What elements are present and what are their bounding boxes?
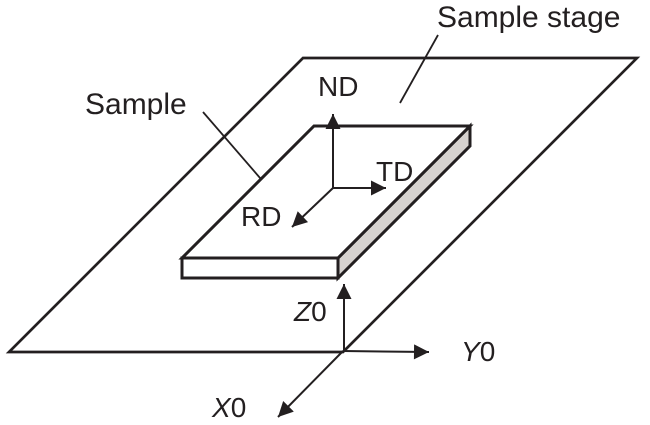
x0-axis-arrow bbox=[277, 350, 344, 418]
z0-axis-label: Z0 bbox=[293, 296, 327, 327]
sample-label: Sample bbox=[85, 88, 187, 121]
td-axis-label: TD bbox=[376, 156, 413, 187]
x0-letter: X bbox=[211, 392, 232, 423]
nd-axis-label: ND bbox=[318, 71, 358, 102]
sample-front-face bbox=[180, 256, 340, 280]
z0-digit: 0 bbox=[311, 296, 327, 327]
rd-axis-label: RD bbox=[241, 201, 281, 232]
y0-letter: Y bbox=[461, 336, 482, 367]
x0-digit: 0 bbox=[231, 392, 247, 423]
y0-digit: 0 bbox=[480, 336, 496, 367]
rd-axis-arrow bbox=[291, 187, 334, 228]
sample-stage-label: Sample stage bbox=[437, 1, 620, 34]
y0-axis-label: Y0 bbox=[461, 336, 495, 367]
x0-axis-label: X0 bbox=[211, 392, 246, 423]
z0-letter: Z bbox=[293, 296, 312, 327]
sample-stage-leader-line bbox=[399, 34, 439, 104]
y0-axis-arrow bbox=[342, 344, 430, 360]
